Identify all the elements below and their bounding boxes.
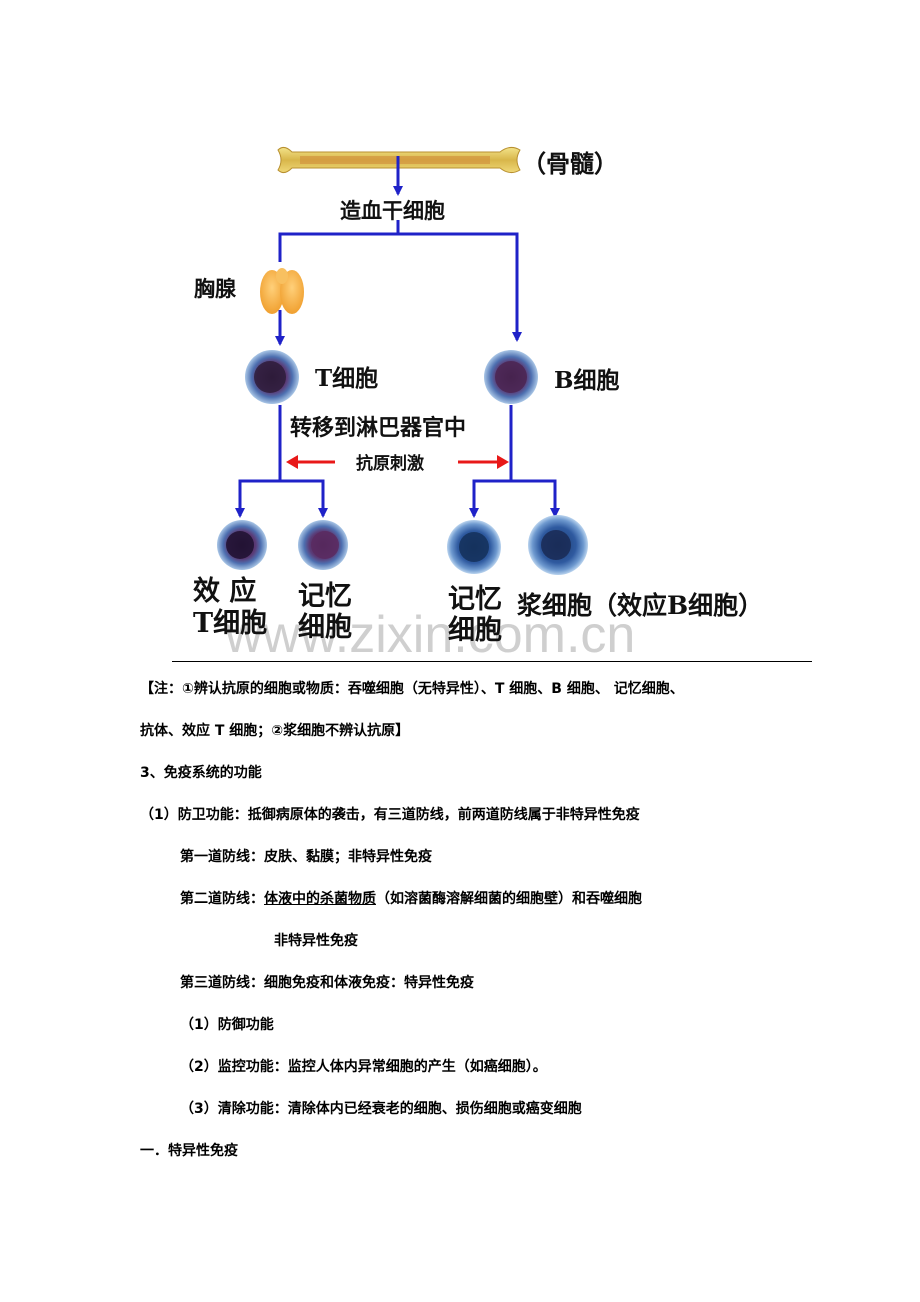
memory-b-label-line1: 记忆 — [448, 584, 502, 615]
plasma-cell-icon — [528, 515, 588, 575]
t-cell-label: T细胞 — [315, 365, 378, 392]
note-line-1: 【注：①辨认抗原的细胞或物质：吞噬细胞（无特异性）、T 细胞、B 细胞、 记忆细… — [140, 681, 684, 697]
second-line-suffix: （如溶菌酶溶解细菌的细胞壁）和吞噬细胞 — [376, 891, 642, 907]
second-line-defense: 第二道防线：体液中的杀菌物质（如溶菌酶溶解细菌的细胞壁）和吞噬细胞 — [180, 889, 642, 909]
divider — [172, 661, 812, 662]
third-line-defense: 第三道防线：细胞免疫和体液免疫：特异性免疫 — [180, 975, 474, 991]
memory-b-cell-icon — [447, 520, 501, 574]
b-cell-icon — [484, 350, 538, 404]
t-cell-icon — [245, 350, 299, 404]
antigen-arrows — [286, 455, 509, 469]
effector-t-cell-icon — [217, 520, 267, 570]
memory-t-label-line1: 记忆 — [298, 581, 352, 612]
antigen-label: 抗原刺激 — [356, 453, 424, 474]
sub-item-2: （2）监控功能：监控人体内异常细胞的产生（如癌细胞）。 — [180, 1059, 547, 1075]
transfer-label: 转移到淋巴器官中 — [290, 415, 466, 441]
note-line-2: 抗体、效应 T 细胞；②浆细胞不辨认抗原】 — [140, 723, 410, 739]
bone-marrow-label: （骨髓） — [522, 149, 618, 178]
item-1: （1）防卫功能：抵御病原体的袭击，有三道防线，前两道防线属于非特异性免疫 — [140, 807, 640, 823]
stem-cell-label: 造血干细胞 — [340, 198, 445, 223]
memory-b-label-line2: 细胞 — [448, 614, 502, 646]
effector-t-label-line2: T细胞 — [193, 607, 267, 639]
memory-t-cell-icon — [298, 520, 348, 570]
thymus-icon — [260, 268, 304, 314]
heading-specific-immunity: 一．特异性免疫 — [140, 1143, 238, 1159]
immune-cell-diagram: www.zixin.com.cn （骨髓） 造血干细胞 胸腺 T细胞 B细胞 转… — [193, 146, 763, 660]
memory-t-label-line2: 细胞 — [298, 611, 352, 643]
plasma-cell-label: 浆细胞（效应B细胞） — [517, 591, 763, 620]
second-line-underlined: 体液中的杀菌物质 — [264, 891, 376, 907]
watermark: www.zixin.com.cn — [224, 606, 635, 660]
first-line-defense: 第一道防线：皮肤、黏膜；非特异性免疫 — [180, 849, 432, 865]
sub-item-1: （1）防御功能 — [180, 1017, 274, 1033]
section-3-heading: 3、免疫系统的功能 — [140, 765, 262, 781]
b-cell-label: B细胞 — [554, 367, 619, 394]
second-line-continuation: 非特异性免疫 — [274, 933, 358, 949]
thymus-label: 胸腺 — [194, 276, 237, 301]
second-line-prefix: 第二道防线： — [180, 891, 264, 907]
sub-item-3: （3）清除功能：清除体内已经衰老的细胞、损伤细胞或癌变细胞 — [180, 1101, 582, 1117]
effector-t-label-line1: 效 应 — [193, 575, 256, 607]
